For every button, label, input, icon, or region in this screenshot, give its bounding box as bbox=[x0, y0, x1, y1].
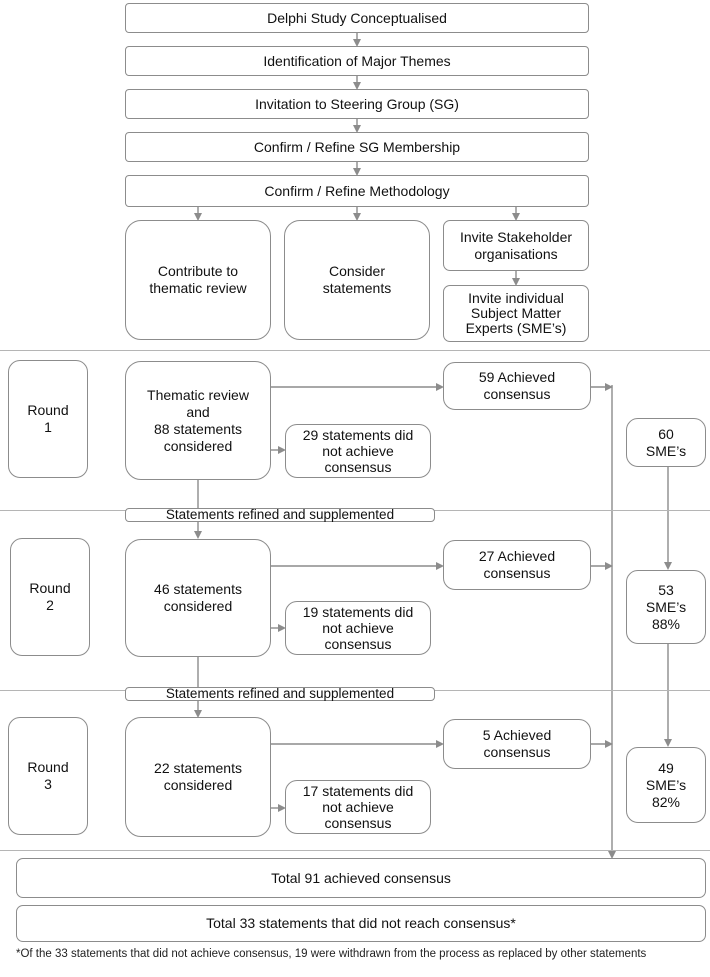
round-3-not-achieved: 17 statements did not achieve consensus bbox=[285, 780, 431, 834]
round-3-statements: 22 statements considered bbox=[125, 717, 271, 837]
invite-stakeholder-orgs: Invite Stakeholder organisations bbox=[443, 220, 589, 271]
step-invite-steering-group: Invitation to Steering Group (SG) bbox=[125, 89, 589, 119]
step-confirm-methodology-label: Confirm / Refine Methodology bbox=[264, 182, 450, 199]
step-identify-themes-label: Identification of Major Themes bbox=[263, 52, 451, 69]
refine-statements-1-label: Statements refined and supplemented bbox=[165, 507, 395, 522]
step-invite-steering-group-label: Invitation to Steering Group (SG) bbox=[255, 95, 459, 112]
total-not-reached-label: Total 33 statements that did not reach c… bbox=[206, 915, 516, 931]
step-identify-themes: Identification of Major Themes bbox=[125, 46, 589, 76]
round-1-smes-label: 60 SME’s bbox=[645, 425, 687, 459]
round-3-achieved: 5 Achieved consensus bbox=[443, 719, 591, 769]
round-2-achieved: 27 Achieved consensus bbox=[443, 540, 591, 590]
total-achieved-label: Total 91 achieved consensus bbox=[271, 869, 451, 886]
round-3-smes: 49 SME’s 82% bbox=[626, 747, 706, 823]
round-2-smes-label: 53 SME’s 88% bbox=[645, 581, 687, 632]
step-delphi-conceptualised: Delphi Study Conceptualised bbox=[125, 3, 589, 33]
step-confirm-sg-membership: Confirm / Refine SG Membership bbox=[125, 132, 589, 162]
divider-setup bbox=[0, 350, 710, 351]
round-2-not-achieved: 19 statements did not achieve consensus bbox=[285, 601, 431, 655]
round-1-not-achieved: 29 statements did not achieve consensus bbox=[285, 424, 431, 478]
invite-stakeholder-orgs-label: Invite Stakeholder organisations bbox=[459, 228, 573, 262]
invite-individual-smes-label: Invite individual Subject Matter Experts… bbox=[465, 290, 567, 336]
round-2-statements-label: 46 statements considered bbox=[154, 581, 242, 614]
footnote: *Of the 33 statements that did not achie… bbox=[16, 948, 647, 960]
round-1-achieved: 59 Achieved consensus bbox=[443, 362, 591, 410]
consider-statements-label: Consider statements bbox=[322, 263, 392, 296]
round-1-label-box: Round 1 bbox=[8, 360, 88, 478]
contribute-thematic-review-label: Contribute to thematic review bbox=[149, 263, 247, 296]
round-3-statements-label: 22 statements considered bbox=[154, 760, 242, 793]
round-1-smes: 60 SME’s bbox=[626, 418, 706, 467]
round-1-label: Round 1 bbox=[27, 402, 69, 435]
divider-round-3 bbox=[0, 850, 710, 851]
step-delphi-conceptualised-label: Delphi Study Conceptualised bbox=[267, 9, 447, 26]
round-2-achieved-label: 27 Achieved consensus bbox=[478, 548, 556, 581]
round-3-not-achieved-label: 17 statements did not achieve consensus bbox=[302, 783, 414, 831]
total-achieved: Total 91 achieved consensus bbox=[16, 858, 706, 898]
contribute-thematic-review: Contribute to thematic review bbox=[125, 220, 271, 340]
step-confirm-methodology: Confirm / Refine Methodology bbox=[125, 175, 589, 207]
step-confirm-sg-membership-label: Confirm / Refine SG Membership bbox=[253, 138, 461, 155]
refine-statements-2-label: Statements refined and supplemented bbox=[165, 686, 395, 701]
round-2-smes: 53 SME’s 88% bbox=[626, 570, 706, 644]
invite-individual-smes: Invite individual Subject Matter Experts… bbox=[443, 285, 589, 342]
round-3-label-box: Round 3 bbox=[8, 717, 88, 835]
round-2-label-box: Round 2 bbox=[10, 538, 90, 656]
refine-statements-2: Statements refined and supplemented bbox=[125, 687, 435, 701]
total-not-reached: Total 33 statements that did not reach c… bbox=[16, 905, 706, 942]
round-2-statements: 46 statements considered bbox=[125, 539, 271, 657]
consider-statements: Consider statements bbox=[284, 220, 430, 340]
round-2-label: Round 2 bbox=[29, 580, 71, 613]
round-2-not-achieved-label: 19 statements did not achieve consensus bbox=[302, 604, 414, 652]
round-1-not-achieved-label: 29 statements did not achieve consensus bbox=[302, 427, 414, 475]
round-1-statements-label: Thematic review and 88 statements consid… bbox=[147, 386, 249, 454]
round-1-achieved-label: 59 Achieved consensus bbox=[478, 369, 556, 402]
round-3-smes-label: 49 SME’s 82% bbox=[645, 759, 687, 810]
round-3-label: Round 3 bbox=[27, 759, 69, 792]
round-3-achieved-label: 5 Achieved consensus bbox=[482, 727, 552, 760]
round-1-statements: Thematic review and 88 statements consid… bbox=[125, 361, 271, 480]
refine-statements-1: Statements refined and supplemented bbox=[125, 508, 435, 522]
